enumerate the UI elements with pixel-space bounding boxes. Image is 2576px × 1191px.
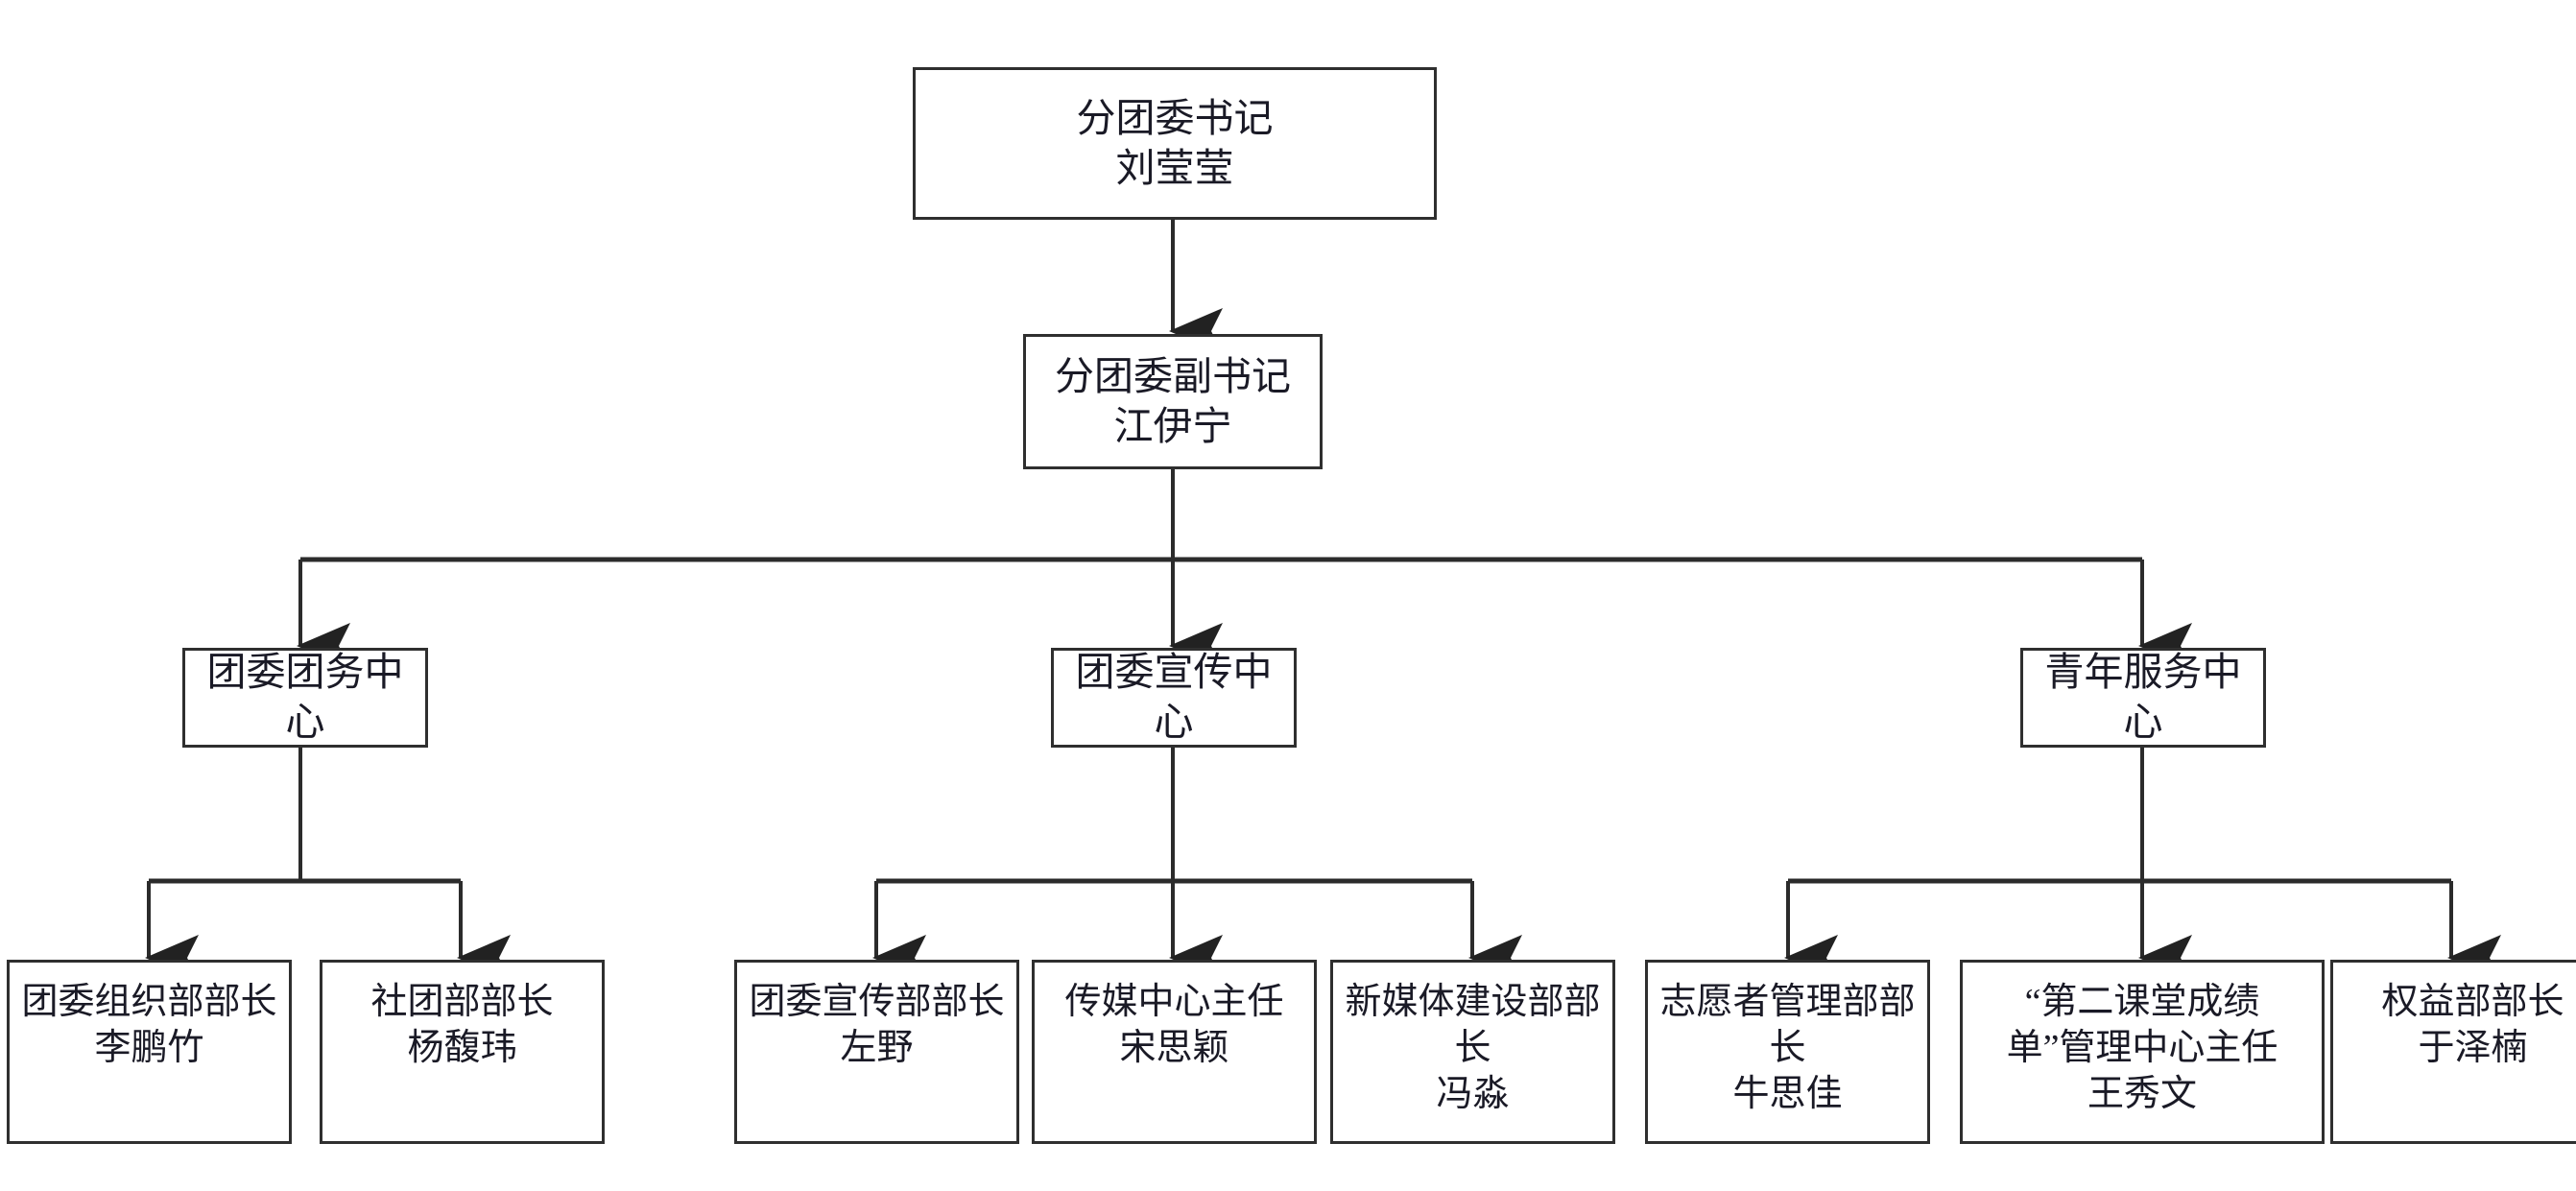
node-dept-volunteer-label: 志愿者管理部部长 牛思佳 (1659, 982, 1916, 1114)
node-deputy-secretary[interactable]: 分团委副书记 江伊宁 (1023, 334, 1323, 469)
node-dept-organization[interactable]: 团委组织部部长 李鹏竹 (7, 960, 292, 1144)
node-dept-volunteer[interactable]: 志愿者管理部部长 牛思佳 (1645, 960, 1930, 1144)
node-secretary[interactable]: 分团委书记 刘莹莹 (913, 67, 1437, 220)
node-dept-new-media[interactable]: 新媒体建设部部长 冯淼 (1330, 960, 1615, 1144)
node-dept-second-classroom-label: “第二课堂成绩 单”管理中心主任 王秀文 (2006, 982, 2278, 1114)
node-deputy-secretary-label: 分团委副书记 江伊宁 (1055, 353, 1291, 448)
node-center-xuanchuan[interactable]: 团委宣传中心 (1051, 648, 1297, 748)
node-center-tuanwu[interactable]: 团委团务中心 (182, 648, 428, 748)
node-dept-rights-label: 权益部部长 于泽楠 (2381, 982, 2564, 1068)
node-center-tuanwu-label: 团委团务中心 (206, 650, 404, 744)
node-center-qingnian[interactable]: 青年服务中心 (2020, 648, 2266, 748)
node-center-qingnian-label: 青年服务中心 (2044, 650, 2242, 744)
node-center-xuanchuan-label: 团委宣传中心 (1075, 650, 1273, 744)
node-dept-club[interactable]: 社团部部长 杨馥玮 (320, 960, 605, 1144)
node-dept-media-center-label: 传媒中心主任 宋思颖 (1064, 982, 1284, 1068)
node-dept-publicity[interactable]: 团委宣传部部长 左野 (734, 960, 1019, 1144)
node-dept-organization-label: 团委组织部部长 李鹏竹 (21, 982, 277, 1068)
node-dept-media-center[interactable]: 传媒中心主任 宋思颖 (1032, 960, 1317, 1144)
node-dept-publicity-label: 团委宣传部部长 左野 (749, 982, 1005, 1068)
node-dept-new-media-label: 新媒体建设部部长 冯淼 (1345, 982, 1601, 1114)
node-dept-second-classroom[interactable]: “第二课堂成绩 单”管理中心主任 王秀文 (1960, 960, 2325, 1144)
node-dept-rights[interactable]: 权益部部长 于泽楠 (2330, 960, 2576, 1144)
node-secretary-label: 分团委书记 刘莹莹 (1076, 95, 1274, 190)
node-dept-club-label: 社团部部长 杨馥玮 (370, 982, 554, 1068)
